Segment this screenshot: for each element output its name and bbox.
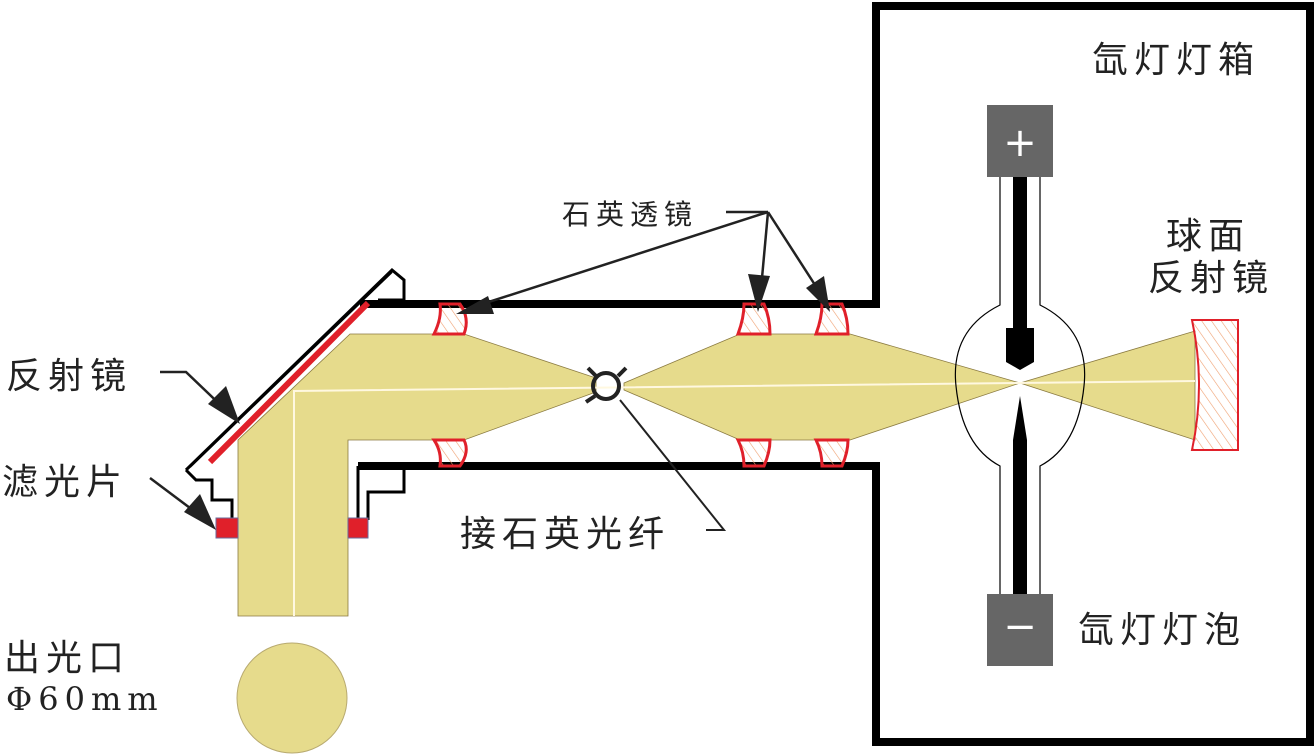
quartz-lens-2 (735, 302, 772, 468)
fiber-connector-icon (584, 366, 628, 404)
filter-right (347, 517, 369, 539)
housing-step (356, 466, 406, 520)
output-label-2: Φ60mm (6, 680, 164, 718)
reflector-label: 反射镜 (6, 356, 132, 397)
fiber-leader (619, 399, 727, 531)
spherical-mirror-label-2: 反射镜 (1148, 258, 1274, 299)
optical-axis (293, 380, 1196, 616)
quartz-lens-label: 石英透镜 (562, 198, 698, 231)
quartz-lens-leaders (456, 210, 830, 314)
lamp-box-label: 氙灯灯箱 (1092, 40, 1260, 81)
anode-terminal (987, 105, 1053, 177)
reflector-frame (184, 267, 406, 520)
filter-leader (149, 477, 216, 530)
cathode-terminal (987, 594, 1053, 666)
quartz-lens-3 (813, 302, 850, 468)
filter-label: 滤光片 (2, 462, 128, 503)
cathode-symbol: − (1003, 604, 1037, 650)
output-aperture (236, 642, 348, 754)
lamp-bulb-label: 氙灯灯泡 (1078, 610, 1246, 651)
cathode-tip (1013, 396, 1027, 440)
bulb-envelope (954, 176, 1086, 596)
reflector-backing (189, 271, 393, 468)
output-label-1: 出光口 (4, 638, 130, 679)
anode-rod (1013, 176, 1027, 328)
anode-symbol: + (1003, 120, 1037, 166)
beam-mirror-cone (1018, 330, 1196, 441)
cathode-rod (1013, 440, 1027, 596)
lamp-box-housing (872, 2, 1314, 746)
quartz-lens-1 (431, 302, 468, 468)
spherical-mirror (1190, 319, 1239, 451)
fiber-connector-label: 接石英光纤 (460, 514, 670, 555)
anode-tip (1006, 328, 1034, 370)
filter-left (215, 517, 239, 539)
spherical-mirror-label-1: 球面 (1166, 216, 1250, 257)
reflector-leader (160, 370, 240, 424)
reflector-mirror (207, 300, 371, 465)
